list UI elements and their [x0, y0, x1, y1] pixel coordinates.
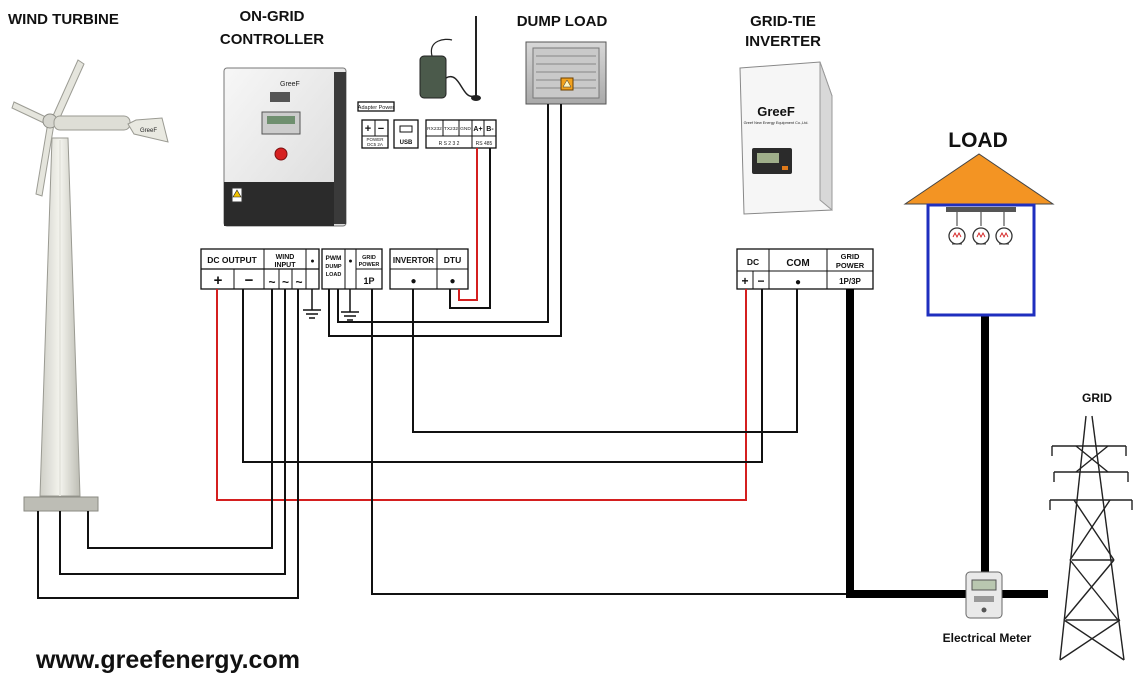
adapter-minus: −: [378, 123, 384, 135]
inverter-dc-plus: +: [741, 274, 748, 288]
light-bulb-icon: [948, 212, 966, 245]
adapter-plus: +: [365, 123, 371, 135]
dtu-wire-red: [458, 148, 478, 301]
dtu-label: DTU: [444, 255, 461, 265]
dump-load-wire-2: [337, 104, 549, 323]
dump-load-title: DUMP LOAD: [517, 13, 608, 30]
light-bulb-icon: [995, 212, 1013, 245]
rs232-label: R S 2 3 2: [439, 141, 460, 147]
load-house: [903, 153, 1055, 317]
controller-logo: GreeF: [280, 81, 300, 88]
electrical-meter: [965, 571, 1003, 619]
ground-terminal-dot-2: ●: [348, 258, 352, 265]
pwm-label-line3: LOAD: [326, 272, 342, 278]
wind-turbine: GreeF: [11, 59, 169, 512]
controller-title-line1: ON-GRID: [240, 8, 305, 25]
dump-load-device: [525, 41, 607, 105]
inverter-tagline: Greef New Energy Equipment Co.,Ltd.: [744, 121, 809, 125]
ground-icon: [303, 289, 321, 319]
inverter-com-dot: ●: [795, 277, 801, 288]
wind-input-phase3: ~: [295, 275, 302, 289]
rx232-label: RX232: [427, 126, 442, 132]
light-bulb-icon: [972, 212, 990, 245]
wind-input-phase2: ~: [282, 275, 289, 289]
pwm-label-line2: DUMP: [325, 264, 342, 270]
grid-title: GRID: [1082, 391, 1112, 405]
wind-input-wire-3: [37, 289, 299, 599]
gnd-label: GND: [460, 126, 471, 132]
dtu-wire-black: [449, 148, 491, 309]
turbine-logo: GreeF: [140, 128, 157, 134]
ground-icon: [341, 289, 359, 321]
adapter-power-label: Adapter Power: [358, 105, 395, 111]
wiring: [37, 104, 1048, 599]
dc-negative-wire: [242, 289, 763, 463]
dc-positive-wire: [216, 289, 747, 501]
pwm-label-line1: PWM: [326, 255, 342, 262]
inverter-title-line1: GRID-TIE: [750, 13, 816, 30]
power-label-line2: DC5 2A: [367, 142, 383, 147]
controller-grid-power-line2: POWER: [359, 262, 380, 268]
controller-grid-power-phase: 1P: [363, 276, 374, 286]
dc-output-label: DC OUTPUT: [207, 255, 257, 265]
grid-pylon: [1049, 415, 1133, 661]
dtu-terminal-dot: ●: [449, 276, 455, 287]
wind-input-label-line2: INPUT: [275, 262, 297, 269]
power-label-line1: POWER: [366, 137, 384, 142]
controller-device: GreeF: [223, 67, 347, 227]
inverter-title-line2: INVERTER: [745, 33, 821, 50]
inverter-grid-power-line1: GRID: [841, 252, 860, 261]
inverter-grid-power-phase: 1P/3P: [839, 277, 861, 286]
inverter-dc-minus: −: [757, 274, 764, 288]
load-title: LOAD: [948, 129, 1008, 152]
antenna-icon: [471, 16, 481, 101]
warning-icon: [560, 77, 574, 91]
dtu-module: Adapter Power + − POWER DC5 2A USB RX232…: [357, 16, 497, 149]
ground-terminal-dot: ●: [310, 258, 314, 265]
controller-grid-wire: [371, 289, 850, 595]
website-url: www.greefenergy.com: [35, 646, 300, 674]
electrical-meter-label: Electrical Meter: [943, 631, 1032, 645]
inverter-logo: GreeF: [757, 104, 795, 119]
dc-output-minus: −: [245, 272, 254, 289]
controller-grid-power-line1: GRID: [362, 255, 376, 261]
invertor-label: INVERTOR: [393, 256, 434, 265]
wind-turbine-title: WIND TURBINE: [8, 11, 119, 28]
inverter-grid-power-line2: POWER: [836, 261, 865, 270]
wind-input-phase1: ~: [268, 275, 275, 289]
warning-icon: [231, 187, 243, 203]
inverter-dc-label: DC: [747, 257, 759, 267]
b-minus-label: B-: [486, 126, 494, 133]
tx232-label: TX232: [444, 126, 458, 132]
inverter-device: GreeF Greef New Energy Equipment Co.,Ltd…: [739, 61, 833, 215]
dump-load-wire-1: [328, 104, 562, 337]
wind-input-wire-1: [87, 289, 273, 549]
controller-terminals: DC OUTPUT WIND INPUT + − ~ ~ ~ ● PWM DUM…: [200, 248, 469, 290]
com-wire: [412, 289, 798, 433]
dc-output-plus: +: [214, 272, 223, 289]
a-plus-label: A+: [473, 126, 482, 133]
inverter-grid-wire: [846, 289, 968, 598]
controller-title-line2: CONTROLLER: [220, 31, 324, 48]
wind-input-wire-2: [59, 289, 286, 575]
rs485-label: RS 485: [476, 141, 493, 147]
usb-label: USB: [400, 140, 413, 146]
inverter-com-label: COM: [786, 258, 809, 269]
inverter-terminals: DC + − COM ● GRID POWER 1P/3P: [736, 248, 874, 290]
wind-input-label-line1: WIND: [276, 254, 295, 261]
invertor-terminal-dot: ●: [410, 276, 416, 287]
